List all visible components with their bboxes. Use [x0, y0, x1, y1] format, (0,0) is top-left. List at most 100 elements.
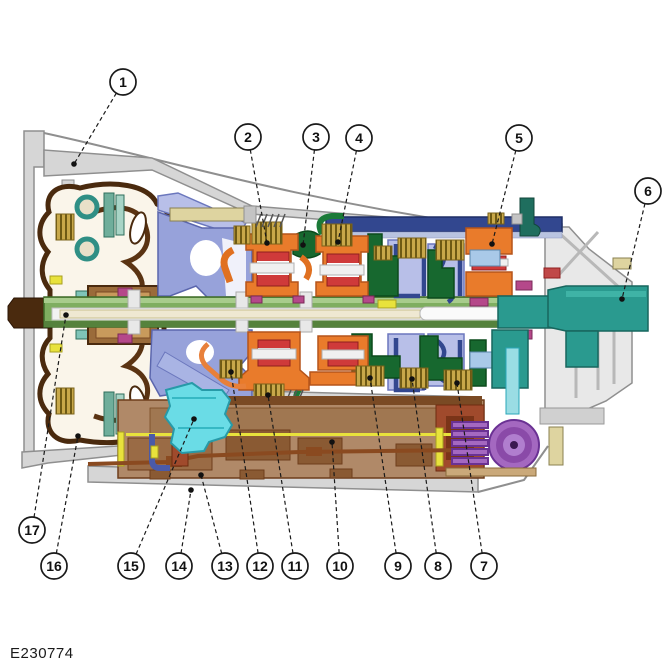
blade-top	[129, 211, 147, 245]
clutch-packs-top	[220, 227, 513, 297]
callout-target-dot-12	[228, 369, 234, 375]
planet-gear-top	[292, 230, 321, 259]
callout-number-4: 4	[355, 130, 363, 146]
spring-pack	[397, 237, 427, 259]
callout-leader-17	[33, 314, 67, 518]
callout-target-dot-2	[264, 240, 270, 246]
callout-leader-6	[621, 203, 646, 300]
callout-target-dot-8	[409, 376, 415, 382]
callout-13: 13	[198, 472, 239, 580]
callout-circle-5	[505, 124, 533, 152]
callout-leader-4	[337, 150, 358, 243]
seal	[250, 295, 263, 304]
callout-circle-8	[424, 552, 452, 580]
callout-6: 6	[619, 177, 662, 302]
callout-number-14: 14	[171, 558, 187, 574]
output-shaft-highlight	[566, 291, 646, 297]
callout-leader-9	[369, 377, 397, 554]
pump-base	[445, 467, 537, 477]
callout-leader-14	[180, 489, 192, 554]
pump-center	[510, 441, 518, 449]
callout-number-2: 2	[244, 129, 252, 145]
callout-14: 14	[165, 487, 194, 580]
callout-15: 15	[117, 416, 197, 580]
bolt-shank	[169, 207, 245, 222]
callout-circle-11	[281, 552, 309, 580]
bushing	[612, 257, 632, 270]
callout-number-8: 8	[434, 558, 442, 574]
spring-pack	[219, 359, 243, 379]
bearing-top	[469, 249, 501, 267]
orange-loop	[199, 342, 247, 389]
callout-target-dot-13	[198, 472, 204, 478]
spring-pack	[321, 223, 353, 247]
spring-pack	[233, 225, 251, 245]
seal	[469, 297, 489, 307]
callout-circle-12	[246, 552, 274, 580]
pan-foot	[149, 469, 171, 480]
callout-target-dot-1	[71, 161, 77, 167]
clutch-drum-3-lower	[465, 271, 513, 297]
spring-coil-symbol	[255, 213, 286, 228]
bearing-ring-mid	[74, 236, 100, 262]
callout-leader-13	[200, 474, 223, 554]
fluid-elbow	[149, 434, 170, 471]
bearing-ring-top	[74, 194, 100, 220]
case-bottom-right-outline	[477, 445, 549, 493]
figure-code-label: E230774	[10, 645, 74, 662]
snap-ring	[543, 267, 561, 279]
gasket-line	[126, 433, 480, 436]
callout-circle-9	[384, 552, 412, 580]
callout-number-10: 10	[332, 558, 348, 574]
hub-seal-bottom	[117, 333, 133, 344]
shaft-shadow	[44, 321, 520, 327]
callout-number-17: 17	[24, 522, 40, 538]
callout-target-dot-17	[63, 312, 69, 318]
callout-1: 1	[71, 68, 137, 167]
piston-band-5	[321, 349, 365, 360]
pump-fin	[451, 448, 489, 456]
pan-foot	[329, 468, 353, 479]
support-cutout-top	[190, 240, 222, 276]
callout-target-dot-7	[454, 380, 460, 386]
shaft-key	[377, 299, 397, 309]
callout-circle-13	[211, 552, 239, 580]
cyan-gear-body	[163, 381, 234, 455]
cyan-gear-lines	[172, 397, 224, 429]
spring-pack	[435, 239, 465, 261]
callout-target-dot-6	[619, 296, 625, 302]
teal-elbow-top	[519, 197, 541, 237]
callout-number-13: 13	[217, 558, 233, 574]
clutch-packs-bottom	[199, 331, 377, 391]
callout-leader-10	[331, 441, 340, 554]
case-top-outline	[43, 132, 563, 228]
tube-fitting-2	[306, 447, 322, 456]
callout-circle-6	[634, 177, 662, 205]
callout-number-6: 6	[644, 183, 652, 199]
callout-5: 5	[489, 124, 533, 247]
callout-circle-15	[117, 552, 145, 580]
callout-10: 10	[326, 439, 354, 580]
callout-16: 16	[40, 433, 81, 580]
seal-top	[49, 275, 63, 285]
pump-fin	[451, 421, 489, 429]
callout-11: 11	[265, 392, 309, 580]
callout-target-dot-9	[367, 375, 373, 381]
stator-vane-top	[103, 192, 115, 238]
callout-9: 9	[367, 375, 412, 580]
callout-circle-4	[345, 124, 373, 152]
oil-tube	[87, 448, 471, 466]
callout-3: 3	[300, 123, 330, 248]
callout-12: 12	[228, 369, 274, 580]
callout-target-dot-5	[489, 241, 495, 247]
callout-target-dot-3	[300, 242, 306, 248]
callout-leader-8	[411, 378, 437, 554]
callout-leader-12	[230, 371, 259, 554]
converter-drive-gear	[163, 381, 234, 455]
valve-body-top-band	[186, 396, 482, 405]
stator-vane-bottom	[103, 391, 115, 437]
callout-2: 2	[234, 123, 270, 246]
